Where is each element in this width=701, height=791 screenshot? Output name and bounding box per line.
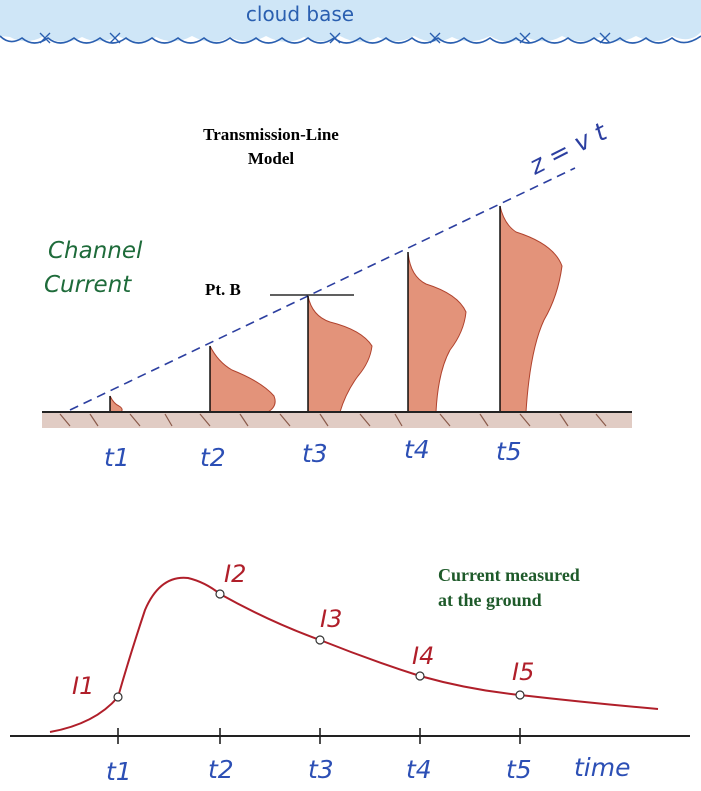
axis-time-t5: t5 bbox=[506, 755, 532, 784]
velocity-equation: z = v t bbox=[524, 117, 613, 181]
axis-time-t1: t1 bbox=[106, 757, 132, 786]
channel-time-t1: t1 bbox=[104, 443, 130, 472]
sample-point-i1 bbox=[113, 692, 123, 702]
sample-point-i5 bbox=[515, 690, 525, 700]
axis-time-t3: t3 bbox=[308, 755, 334, 784]
current-label-i4: I4 bbox=[412, 642, 434, 670]
current-profile-t1 bbox=[109, 395, 123, 413]
velocity-dashed-line bbox=[69, 167, 576, 411]
channel-time-labels: t1 t2 t3 t4 t5 bbox=[104, 435, 522, 472]
channel-time-t4: t4 bbox=[404, 435, 430, 464]
waveform-title-line1: Current measured bbox=[438, 565, 580, 585]
channel-current-line1: Channel bbox=[48, 238, 143, 264]
current-label-i1: I1 bbox=[72, 672, 94, 700]
sample-point-i3 bbox=[315, 635, 325, 645]
waveform-sample-points bbox=[113, 589, 525, 702]
time-axis: t1 t2 t3 t4 t5 time bbox=[10, 728, 690, 786]
ground bbox=[42, 411, 632, 428]
model-title-line1: Transmission-Line bbox=[203, 125, 339, 144]
ground-current-waveform bbox=[49, 576, 659, 733]
model-title-line2: Model bbox=[248, 149, 295, 168]
axis-time-label: time bbox=[574, 753, 630, 782]
point-b-label: Pt. B bbox=[205, 280, 241, 299]
sample-point-i4 bbox=[415, 671, 425, 681]
current-profile-t4 bbox=[407, 251, 467, 413]
cloud-base-outline bbox=[0, 35, 701, 44]
axis-time-t2: t2 bbox=[208, 755, 234, 784]
axis-time-t4: t4 bbox=[406, 755, 432, 784]
current-profiles bbox=[109, 205, 563, 413]
current-profile-t5 bbox=[499, 205, 563, 413]
current-label-i3: I3 bbox=[320, 605, 342, 633]
current-profile-t2 bbox=[209, 345, 276, 413]
channel-time-t5: t5 bbox=[496, 437, 522, 466]
current-label-i2: I2 bbox=[224, 560, 246, 588]
current-profile-t3 bbox=[307, 295, 373, 413]
cloud-base-label: cloud base bbox=[246, 2, 354, 26]
channel-time-t3: t3 bbox=[302, 439, 328, 468]
cloud-base-ticks bbox=[39, 32, 611, 44]
channel-current-line2: Current bbox=[44, 272, 132, 298]
sample-point-i2 bbox=[215, 589, 225, 599]
cloud-band bbox=[0, 0, 701, 42]
cloud-base: cloud base bbox=[0, 0, 701, 44]
channel-time-t2: t2 bbox=[200, 443, 226, 472]
waveform-current-labels: I1 I2 I3 I4 I5 bbox=[72, 560, 534, 700]
current-label-i5: I5 bbox=[512, 658, 534, 686]
waveform-title-line2: at the ground bbox=[438, 590, 542, 610]
